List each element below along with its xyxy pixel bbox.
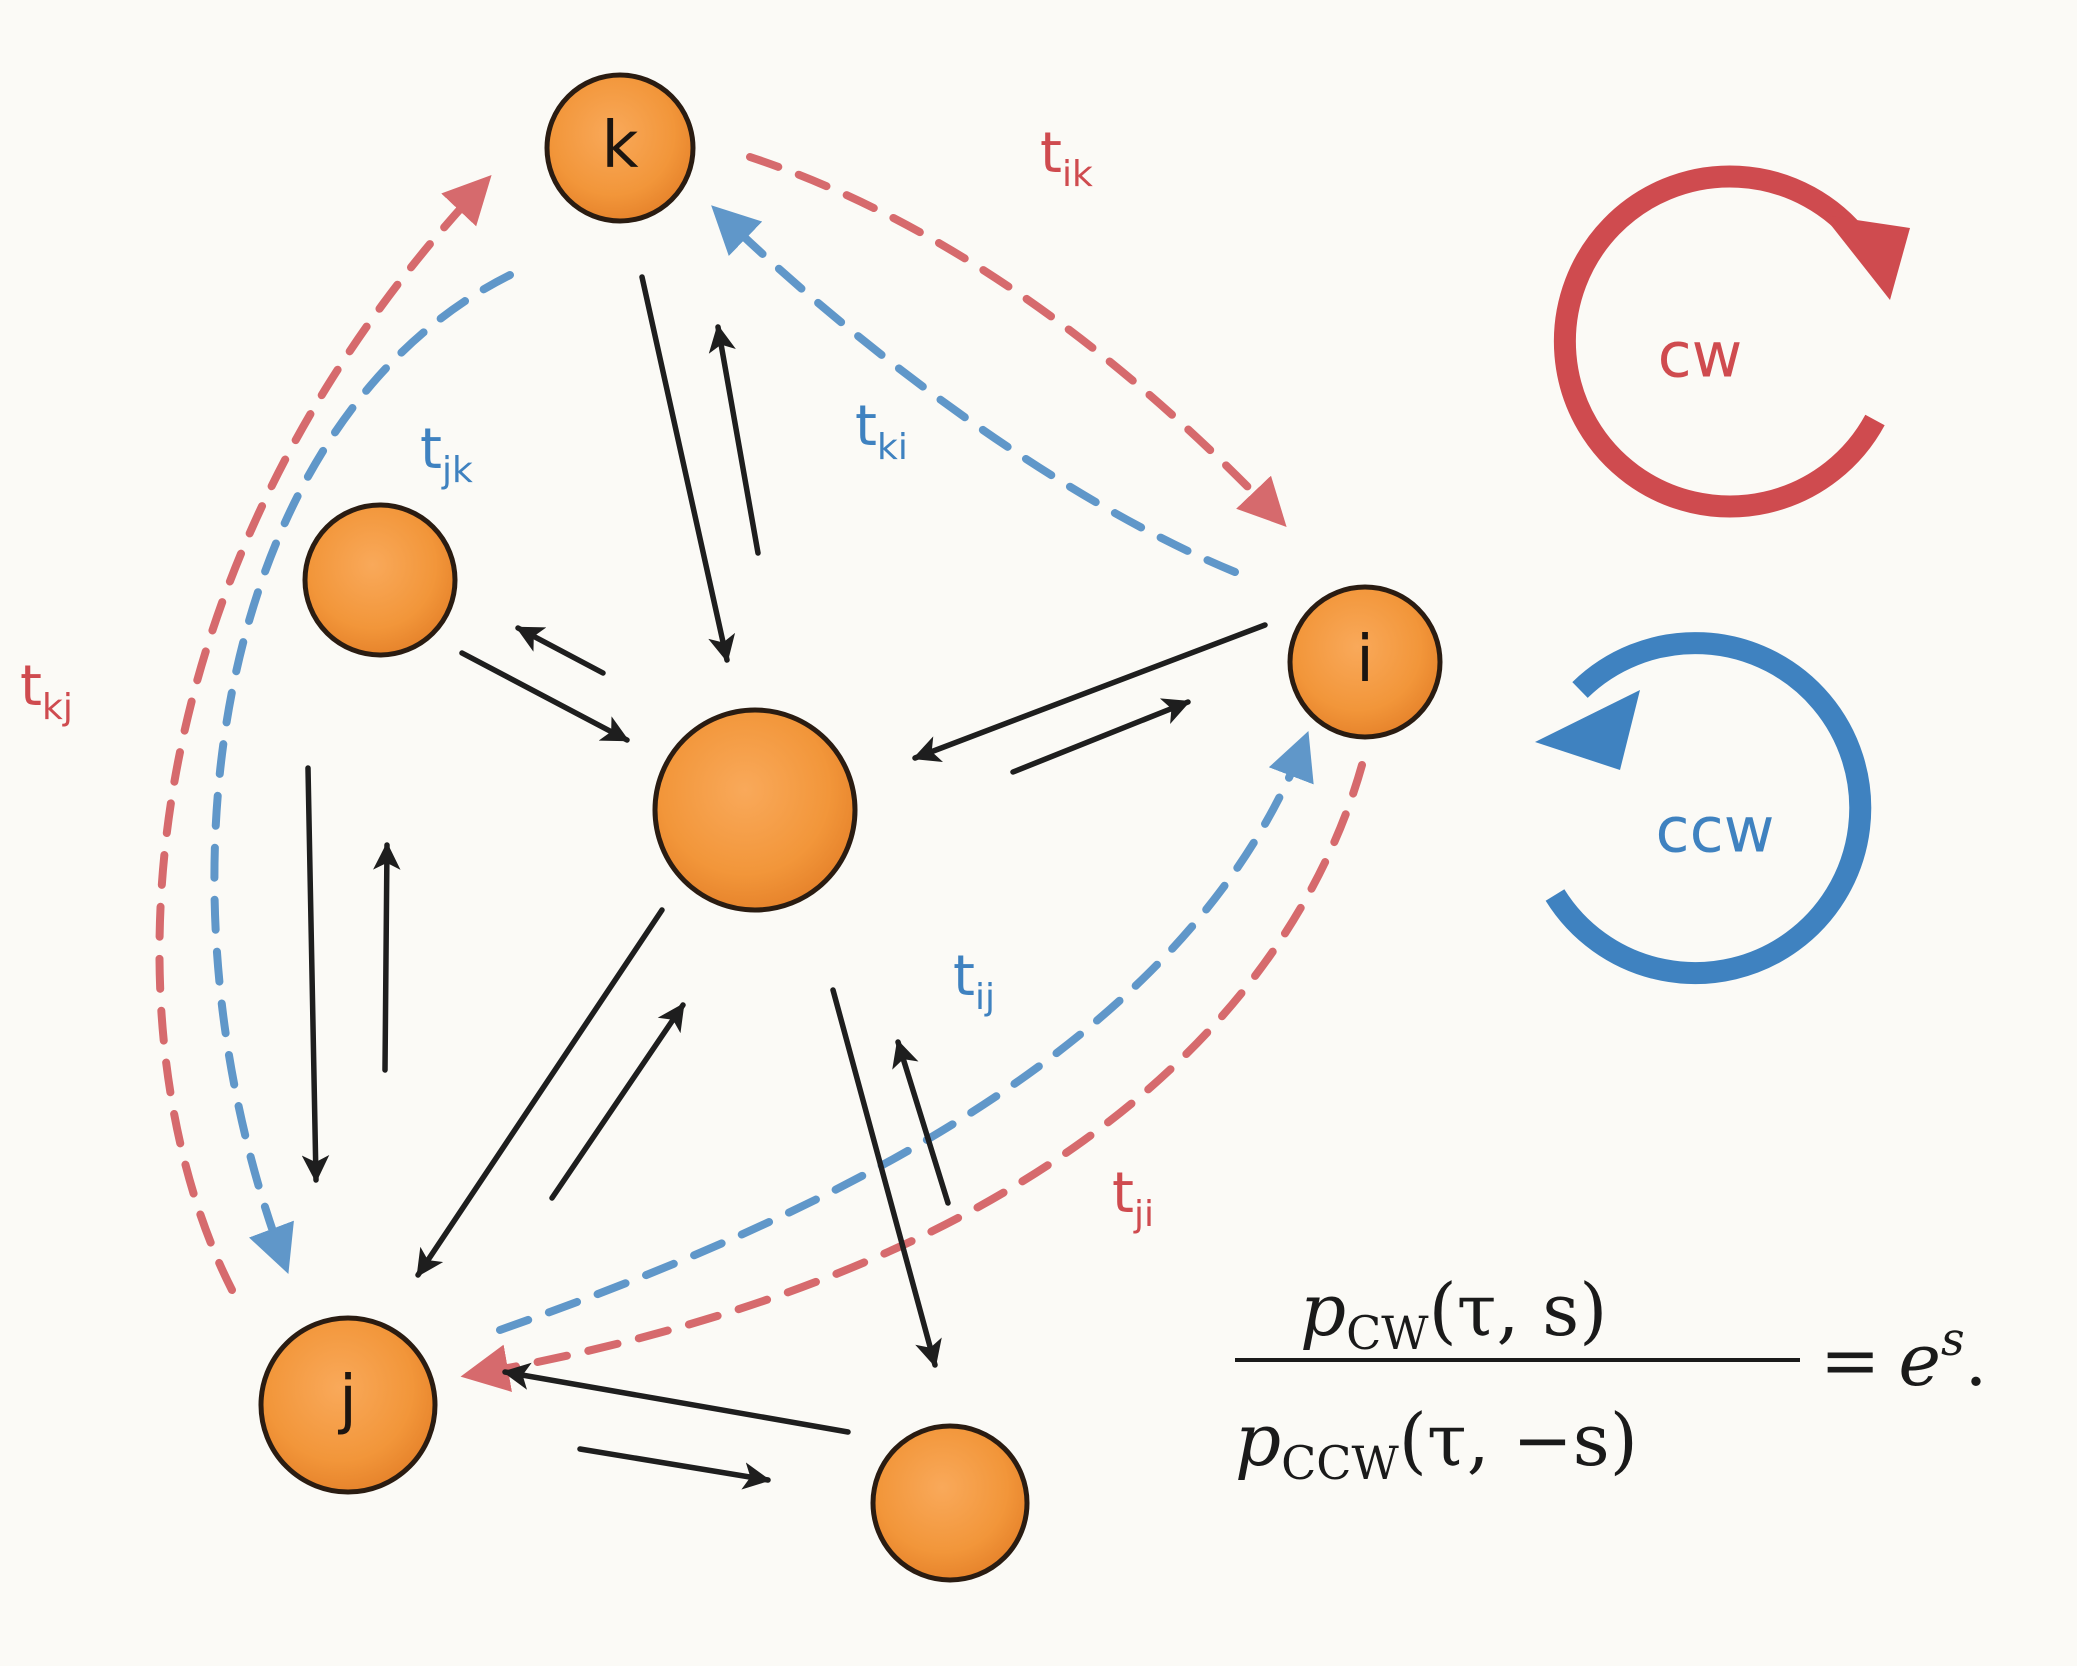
arrow-j-to-i-blue: [496, 731, 1314, 1334]
cycle-legend: cw ccw: [1535, 165, 1910, 985]
node-j: [258, 1315, 438, 1495]
arrow-bottom-to-center: [892, 1039, 951, 1206]
arrow-i-to-j-red: [460, 761, 1366, 1392]
arrow-center-to-bottom: [830, 987, 942, 1368]
internal-transitions: [301, 274, 1268, 1490]
arrow-i-to-k-blue: [711, 205, 1239, 576]
ccw-label: ccw: [1656, 794, 1775, 867]
arrow-k-to-i-red: [746, 153, 1287, 527]
node-k-label: k: [601, 109, 638, 183]
rate-label-jk: tjk: [420, 417, 473, 491]
node-center: [652, 707, 858, 913]
rate-label-ji: tji: [1112, 1161, 1154, 1235]
ccw-cycle-icon: ccw: [1535, 632, 1872, 985]
arrow-center-to-left: [515, 625, 606, 676]
node-k: [544, 72, 696, 224]
nodes: k i j: [258, 72, 1443, 1583]
cw-label: cw: [1658, 319, 1743, 392]
arrow-center-to-i: [1010, 698, 1191, 775]
formula-numerator: pCW(τ, s): [1300, 1268, 1607, 1360]
rate-label-kj: tkj: [20, 654, 73, 728]
arrow-bottom-to-j: [502, 1362, 851, 1435]
arrow-i-to-center: [912, 622, 1268, 763]
fluctuation-formula: pCW(τ, s) pCCW(τ, −s) =es.: [1235, 1268, 1987, 1490]
arrow-center-to-j: [415, 907, 665, 1278]
node-left: [302, 502, 458, 658]
ccw-transitions: [210, 205, 1314, 1334]
node-bottom: [870, 1423, 1030, 1583]
rate-label-ki: tki: [855, 394, 908, 468]
node-j-label: j: [337, 1363, 357, 1437]
rate-label-ij: tij: [953, 944, 995, 1018]
arrow-k-to-center: [639, 274, 736, 663]
formula-rhs: =es.: [1820, 1312, 1987, 1402]
arrow-k-to-j-blue: [210, 271, 514, 1274]
arrow-j-to-left: [373, 842, 401, 1073]
rate-label-ik: tik: [1040, 121, 1093, 195]
arrow-center-to-k: [708, 324, 761, 556]
node-i-label: i: [1356, 623, 1374, 697]
formula-denominator: pCCW(τ, −s): [1235, 1398, 1638, 1490]
arrow-j-to-center: [549, 1002, 686, 1201]
node-i: [1287, 584, 1443, 740]
cw-transitions: [155, 153, 1366, 1392]
arrow-left-to-center: [459, 650, 630, 743]
rate-labels: tik tki tjk tkj tij tji: [20, 121, 1154, 1235]
arrow-left-to-j: [301, 765, 330, 1183]
cw-cycle-icon: cw: [1553, 165, 1910, 518]
arrow-j-to-bottom: [577, 1446, 771, 1490]
arrow-j-to-k-red: [155, 175, 492, 1294]
